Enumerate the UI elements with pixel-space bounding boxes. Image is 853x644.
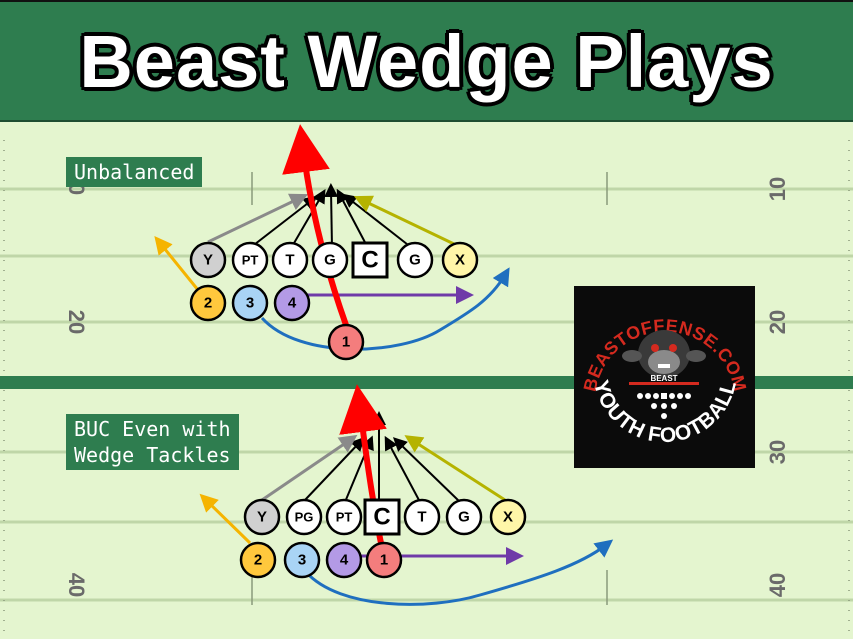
player-label: T bbox=[285, 252, 294, 269]
player-marker: C bbox=[351, 241, 389, 279]
player-label: PT bbox=[242, 253, 259, 268]
player-label: C bbox=[373, 504, 390, 531]
player-label: 1 bbox=[342, 334, 350, 351]
play-1-players: Y PT T G C G X 2 3 4 1 bbox=[189, 241, 479, 361]
player-circle-icon bbox=[325, 541, 363, 579]
player-marker: 4 bbox=[325, 541, 363, 579]
player-label: X bbox=[503, 509, 513, 526]
player-circle-icon bbox=[365, 541, 403, 579]
player-marker: G bbox=[396, 241, 434, 279]
yard-number: 40 bbox=[765, 573, 790, 597]
player-label: X bbox=[455, 252, 465, 269]
player-label: 2 bbox=[254, 552, 262, 569]
player-marker: T bbox=[271, 241, 309, 279]
player-circle-icon bbox=[285, 498, 323, 536]
player-label: PT bbox=[336, 510, 353, 525]
frame-top bbox=[0, 0, 853, 2]
play-1-label: Unbalanced bbox=[66, 157, 203, 187]
player-circle-icon bbox=[327, 323, 365, 361]
player-marker: C bbox=[363, 498, 401, 536]
play-2-players: Y PG PT C T G X 2 3 4 1 bbox=[239, 498, 527, 579]
player-marker: 4 bbox=[273, 284, 311, 322]
yard-number: 20 bbox=[64, 310, 89, 334]
player-label: G bbox=[409, 252, 421, 269]
title-bar bbox=[0, 0, 853, 122]
player-circle-icon bbox=[396, 241, 434, 279]
player-label: 4 bbox=[340, 552, 349, 569]
center-square-icon bbox=[351, 241, 389, 279]
yard-numbers: 0 20 10 20 30 40 40 bbox=[64, 177, 790, 597]
play-2-label: BUC Even with Wedge Tackles bbox=[66, 414, 239, 470]
player-marker: PT bbox=[325, 498, 363, 536]
player-circle-icon bbox=[239, 541, 277, 579]
player-label: T bbox=[417, 509, 426, 526]
player-circle-icon bbox=[231, 241, 269, 279]
beastoffense-logo: BEASTOFFENSE.COM YOUTH FOOTBALL BEAST bbox=[574, 286, 755, 468]
player-label: Y bbox=[257, 509, 267, 526]
player-circle-icon bbox=[243, 498, 281, 536]
player-circle-icon bbox=[189, 241, 227, 279]
yard-number: 40 bbox=[64, 573, 89, 597]
yard-number: 20 bbox=[765, 310, 790, 334]
player-circle-icon bbox=[273, 284, 311, 322]
player-marker: 1 bbox=[327, 323, 365, 361]
logo-badge: BEAST bbox=[650, 374, 677, 383]
player-label: 2 bbox=[204, 295, 212, 312]
page-title: Beast Wedge Plays bbox=[79, 19, 774, 103]
gorilla-football-icon bbox=[622, 330, 706, 385]
player-circle-icon bbox=[445, 498, 483, 536]
player-circle-icon bbox=[283, 541, 321, 579]
player-label: C bbox=[361, 247, 378, 274]
yard-number: 30 bbox=[765, 440, 790, 464]
player-circle-icon bbox=[271, 241, 309, 279]
title-divider bbox=[0, 120, 853, 122]
player-marker: 3 bbox=[231, 284, 269, 322]
player-label: Y bbox=[203, 252, 213, 269]
center-square-icon bbox=[363, 498, 401, 536]
player-marker: Y bbox=[243, 498, 281, 536]
player-label: G bbox=[324, 252, 336, 269]
player-marker: G bbox=[311, 241, 349, 279]
yard-number: 10 bbox=[765, 177, 790, 201]
formation-dots bbox=[637, 393, 691, 419]
player-marker: PG bbox=[285, 498, 323, 536]
player-marker: Y bbox=[189, 241, 227, 279]
player-marker: G bbox=[445, 498, 483, 536]
player-circle-icon bbox=[489, 498, 527, 536]
player-marker: T bbox=[403, 498, 441, 536]
player-circle-icon bbox=[403, 498, 441, 536]
player-label: 4 bbox=[288, 295, 297, 312]
player-label: 3 bbox=[298, 552, 306, 569]
player-circle-icon bbox=[231, 284, 269, 322]
player-marker: PT bbox=[231, 241, 269, 279]
player-circle-icon bbox=[189, 284, 227, 322]
player-label: G bbox=[458, 509, 470, 526]
player-marker: X bbox=[441, 241, 479, 279]
player-marker: 2 bbox=[189, 284, 227, 322]
player-marker: X bbox=[489, 498, 527, 536]
player-label: 1 bbox=[380, 552, 388, 569]
player-marker: 2 bbox=[239, 541, 277, 579]
player-circle-icon bbox=[311, 241, 349, 279]
player-circle-icon bbox=[441, 241, 479, 279]
player-label: PG bbox=[295, 510, 314, 525]
player-circle-icon bbox=[325, 498, 363, 536]
player-label: 3 bbox=[246, 295, 254, 312]
player-marker: 3 bbox=[283, 541, 321, 579]
player-marker: 1 bbox=[365, 541, 403, 579]
